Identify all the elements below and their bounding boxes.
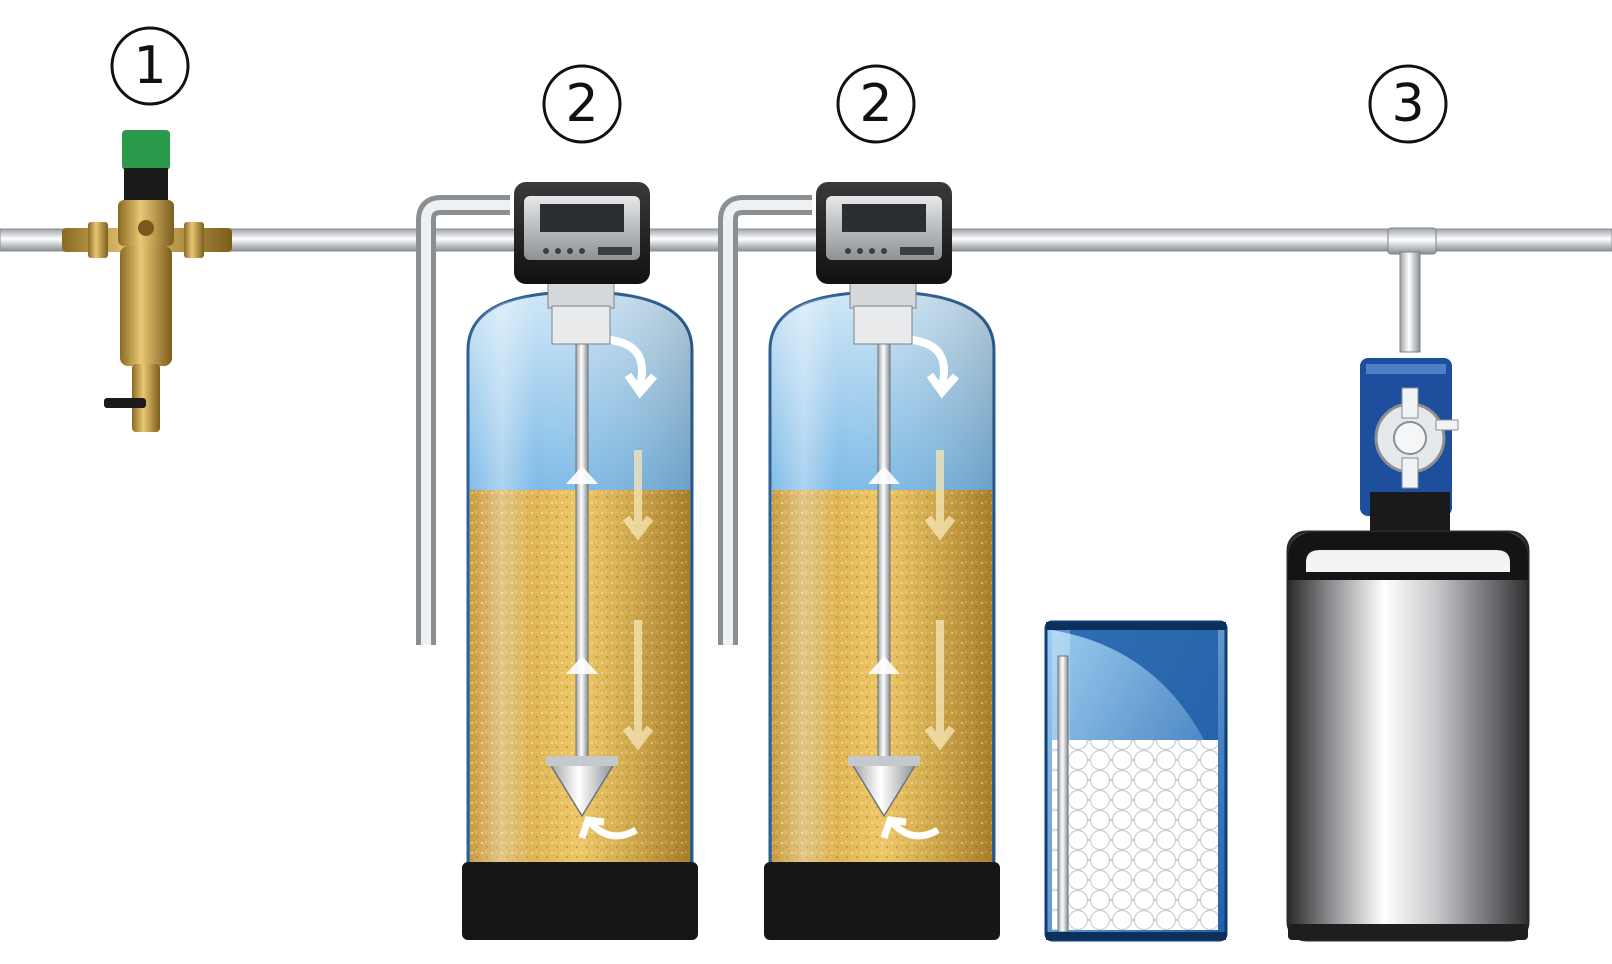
marker-2b-circle [836, 64, 916, 144]
main-pipe [0, 228, 1612, 252]
marker-3-circle [1368, 64, 1448, 144]
filter-tank-1 [416, 182, 698, 940]
dosing-station [1286, 227, 1530, 942]
marker-2a: 2 [542, 64, 622, 144]
marker-1-text: 1 [133, 36, 166, 96]
marker-3-text: 3 [1391, 74, 1424, 134]
marker-1: 1 [110, 26, 190, 106]
marker-2b: 2 [836, 64, 916, 144]
brine-tank [1044, 620, 1228, 942]
pressure-filter [62, 130, 232, 432]
marker-2b-text: 2 [859, 74, 892, 134]
marker-3: 3 [1368, 64, 1448, 144]
marker-1-circle [110, 26, 190, 106]
filter-tank-2 [718, 182, 1000, 940]
marker-2a-circle [542, 64, 622, 144]
marker-2a-text: 2 [565, 74, 598, 134]
